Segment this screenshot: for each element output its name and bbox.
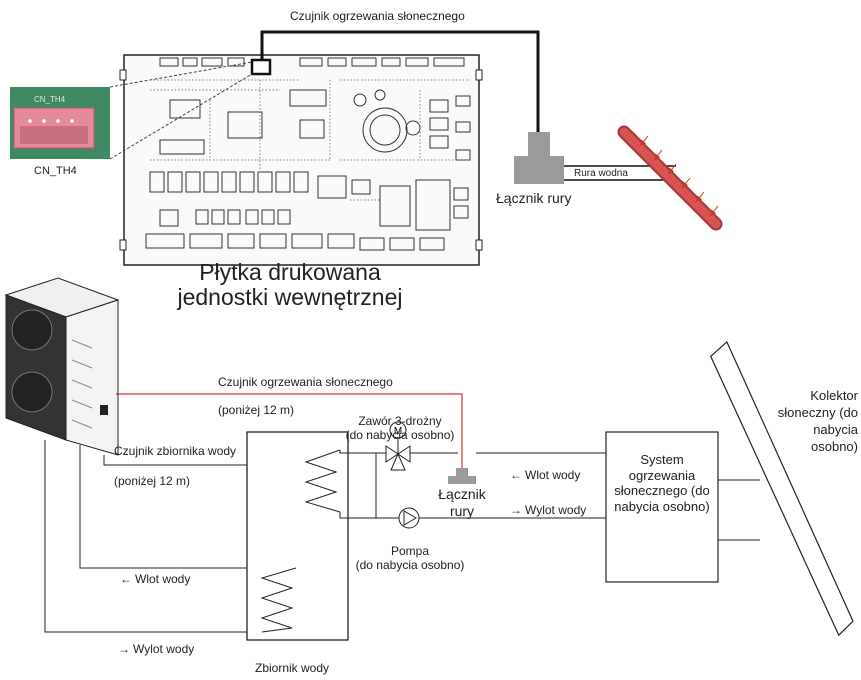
solar-system-line4: nabycia osobno)	[606, 499, 718, 515]
valve-label-line1: Zawór 3-drożny	[330, 415, 470, 429]
water-inlet-left-text: Wlot wody	[135, 572, 190, 586]
water-pipe-label: Rura wodna	[574, 168, 628, 180]
pipe-joint-bottom-label: Łącznik rury	[422, 486, 502, 520]
pipe-joint-bottom	[448, 468, 476, 484]
line-water-outlet-left	[45, 440, 262, 632]
collector-label: Kolektor słoneczny (do nabycia osobno)	[760, 388, 858, 456]
arrow-left-icon: ←	[510, 468, 522, 482]
solar-system-line3: słonecznego (do	[606, 483, 718, 499]
solar-sensor-label: Czujnik ogrzewania słonecznego	[218, 376, 393, 390]
connector-silk-label: CN_TH4	[34, 95, 65, 104]
pipe-joint-bottom-line1: Łącznik	[422, 486, 502, 503]
water-inlet-right-text: Wlot wody	[525, 468, 580, 482]
water-inlet-right-label: ←Wlot wody	[510, 469, 580, 483]
pipe-joint-top-label: Łącznik rury	[496, 190, 571, 206]
arrow-right-icon: →	[510, 503, 522, 517]
pump-label: Pompa (do nabycia osobno)	[340, 545, 480, 573]
pump-line2: (do nabycia osobno)	[340, 559, 480, 573]
water-tank-label: Zbiornik wody	[255, 662, 329, 676]
pcb-title-line2: jednostki wewnętrznej	[150, 285, 430, 310]
solar-system-label: System ogrzewania słonecznego (do nabyci…	[606, 452, 718, 514]
water-outlet-right-label: →Wylot wody	[510, 504, 586, 518]
pump-line1: Pompa	[340, 545, 480, 559]
cn-th4-socket	[252, 60, 270, 74]
solar-collector-panel	[709, 330, 855, 647]
collector-line2: słoneczny (do	[760, 405, 858, 422]
pcb-title-line1: Płytka drukowana	[150, 260, 430, 285]
collector-line3: nabycia	[760, 422, 858, 439]
solar-sensor-length: (poniżej 12 m)	[218, 404, 294, 418]
connector-label: CN_TH4	[34, 165, 77, 178]
water-tank	[247, 432, 348, 640]
outdoor-unit	[6, 278, 118, 455]
pcb-sensor-label: Czujnik ogrzewania słonecznego	[290, 10, 465, 24]
heat-rays	[640, 136, 718, 216]
collector-line4: osobno)	[760, 439, 858, 456]
arrow-left-icon: ←	[120, 572, 132, 586]
tank-sensor-label: Czujnik zbiornika wody	[114, 445, 236, 459]
pipe-joint-top	[514, 132, 564, 184]
arrow-right-icon: →	[118, 642, 130, 656]
collector-line1: Kolektor	[760, 388, 858, 405]
solar-collector-pipe	[624, 132, 716, 224]
solar-system-line2: ogrzewania	[606, 468, 718, 484]
valve-label: Zawór 3-drożny (do nabycia osobno)	[330, 415, 470, 443]
valve-label-line2: (do nabycia osobno)	[330, 429, 470, 443]
pump-symbol	[399, 508, 419, 528]
solar-system-line1: System	[606, 452, 718, 468]
water-inlet-left-label: ←Wlot wody	[120, 573, 190, 587]
tank-sensor-length: (poniżej 12 m)	[114, 475, 190, 489]
pcb-title: Płytka drukowana jednostki wewnętrznej	[150, 260, 430, 310]
water-outlet-left-text: Wylot wody	[133, 642, 194, 656]
indoor-unit-pcb	[120, 55, 482, 265]
pipe-joint-bottom-line2: rury	[422, 503, 502, 520]
water-outlet-left-label: →Wylot wody	[118, 643, 194, 657]
water-outlet-right-text: Wylot wody	[525, 503, 586, 517]
